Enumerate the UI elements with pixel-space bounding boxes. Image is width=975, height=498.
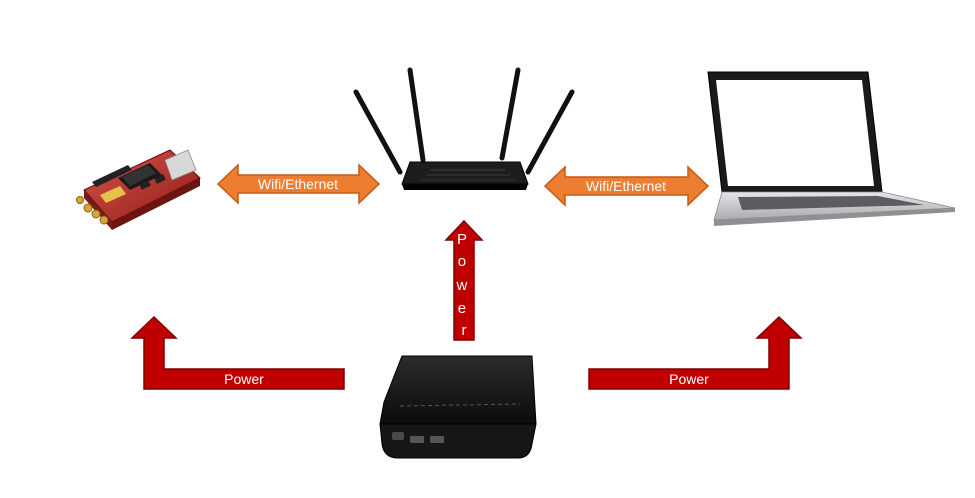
router-power-label-char: e — [458, 300, 466, 317]
router-power-label-char: r — [462, 322, 467, 339]
laptop-power-arrow: Power — [588, 315, 803, 390]
left-link-arrow: Wifi/Ethernet — [216, 163, 381, 205]
router-power-label-char: o — [458, 253, 466, 270]
board-power-label: Power — [224, 371, 264, 387]
right-link-arrow: Wifi/Ethernet — [543, 165, 710, 207]
right-link-label: Wifi/Ethernet — [586, 178, 666, 194]
left-link-label: Wifi/Ethernet — [258, 176, 338, 192]
sdr-board-icon — [76, 149, 201, 230]
power-bank-icon — [379, 355, 537, 459]
board-power-arrow: Power — [130, 315, 345, 390]
laptop-power-label: Power — [669, 371, 709, 387]
router-power-label: P o w e r — [455, 231, 471, 339]
router-power-label-char: P — [457, 231, 467, 248]
router-power-arrow: P o w e r — [444, 219, 484, 341]
router-power-label-char: w — [455, 277, 467, 294]
laptop-icon — [707, 71, 956, 226]
wifi-router-icon — [353, 67, 575, 190]
